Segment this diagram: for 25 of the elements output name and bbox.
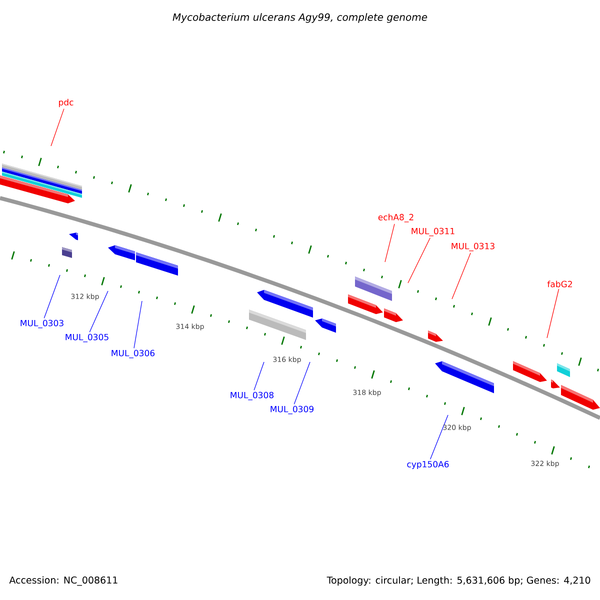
accession-text: Accession: NC_008611 (9, 576, 118, 586)
gene-label: MUL_0309 (270, 406, 314, 414)
leader-line (89, 290, 108, 332)
leader-line (294, 362, 310, 404)
gene-label: MUL_0303 (20, 320, 64, 328)
gene-label: MUL_0311 (412, 228, 454, 236)
leader-line (546, 288, 560, 338)
gene-label: MUL_0308 (230, 392, 274, 400)
leader-line (134, 300, 142, 348)
leader-line (384, 224, 395, 262)
gene-label: MUL_0305 (66, 334, 108, 342)
leader-line (408, 238, 430, 284)
leader-line (50, 108, 64, 146)
leader-line (452, 252, 471, 300)
gene-label: pdc (59, 98, 74, 108)
leader-line (44, 274, 60, 318)
gene-label: fabG2 (547, 280, 572, 288)
gene-label: MUL_0313 (452, 242, 494, 252)
leader-line (254, 362, 264, 390)
gene-label: cyp150A6 (407, 460, 449, 470)
title: Mycobacterium ulcerans Agy99, complete genome (172, 13, 428, 23)
genome-info-text: Topology: circular; Length: 5,631,606 bp; Genes: 4,210 (326, 576, 590, 586)
gene-label: echA8_2 (378, 214, 414, 222)
leader-line (430, 414, 448, 460)
gene-label: MUL_0306 (112, 350, 155, 358)
